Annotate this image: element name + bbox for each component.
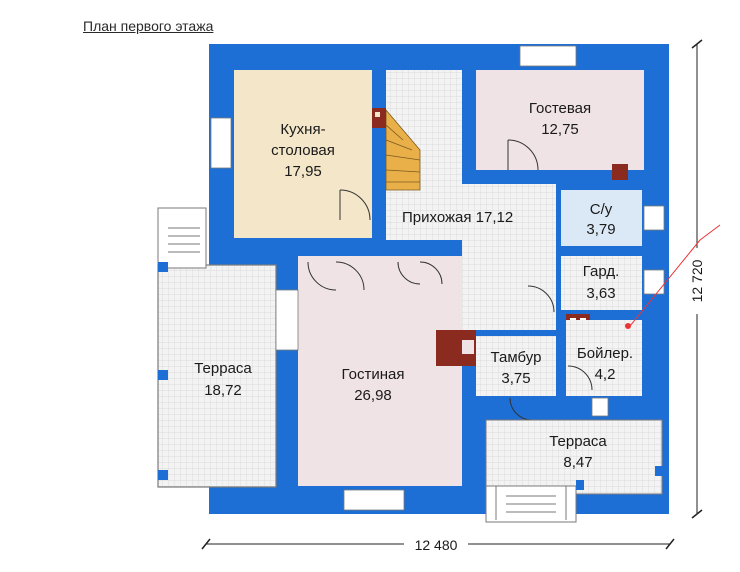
kitchen-area: 17,95 [284, 163, 322, 180]
room-boiler [566, 320, 642, 396]
room-living [275, 256, 476, 486]
hall-label: Прихожая 17,12 [402, 209, 513, 226]
living-name: Гостиная [342, 366, 405, 383]
boiler-area: 4,2 [595, 366, 616, 383]
boiler-pointer [629, 224, 721, 327]
wardrobe-name: Гард. [583, 263, 620, 280]
terrace-left-area: 18,72 [204, 382, 242, 399]
dimension-width-label: 12 480 [415, 537, 458, 553]
terrace-bottom-name: Терраса [549, 433, 607, 450]
stairs [372, 108, 421, 191]
living-area: 26,98 [354, 387, 392, 404]
vestibule-name: Тамбур [491, 349, 542, 366]
room-kitchen [234, 70, 372, 238]
wardrobe-area: 3,63 [586, 285, 615, 302]
vestibule-area: 3,75 [501, 370, 530, 387]
plan-title: План первого этажа [83, 18, 214, 34]
room-guest [476, 70, 644, 180]
terrace-bottom [485, 419, 663, 523]
dimension-width: 12 480 [201, 536, 675, 553]
terrace-bottom-area: 8,47 [563, 454, 592, 471]
terrace-left [157, 207, 277, 488]
terrace-left-name: Терраса [194, 360, 252, 377]
kitchen-name-line1: Кухня- [280, 121, 325, 138]
room-vestibule [476, 336, 556, 421]
windows [210, 45, 665, 511]
guest-name: Гостевая [529, 100, 591, 117]
dimension-height-label: 12 720 [689, 259, 705, 302]
wc-name: С/у [590, 201, 613, 218]
guest-area: 12,75 [541, 121, 579, 138]
boiler-name: Бойлер. [577, 345, 633, 362]
wc-area: 3,79 [586, 221, 615, 238]
room-wc [561, 190, 642, 246]
kitchen-name-line2: столовая [271, 142, 335, 159]
dimension-height: 12 720 [689, 39, 705, 519]
